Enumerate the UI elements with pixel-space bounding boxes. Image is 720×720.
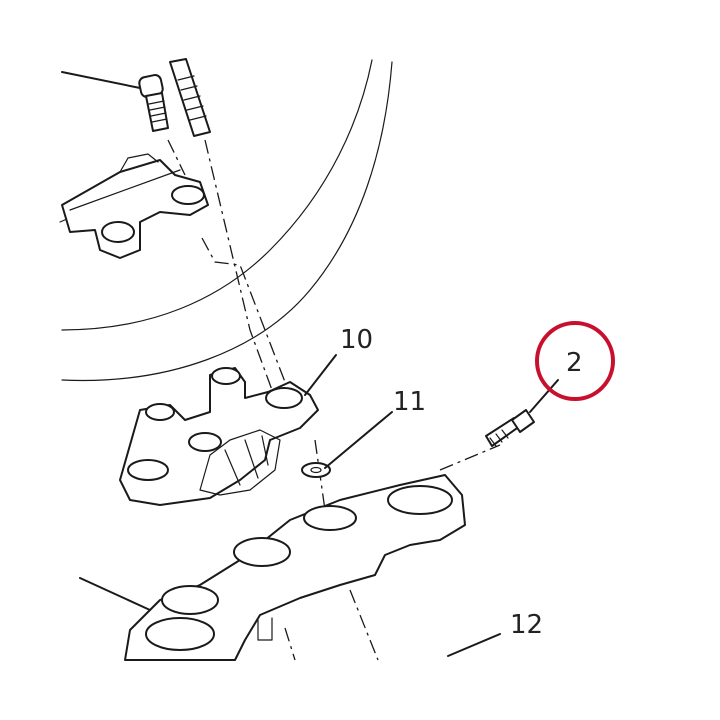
top-bolts [61,58,211,137]
assembly-axis-lines [167,139,501,661]
callout-12-label: 12 [510,610,543,640]
part-12-triple-clamp [79,474,466,661]
leader-lines [304,354,559,657]
highlight-circle [535,321,615,401]
callout-2-label: 2 [566,348,583,378]
callout-11-label: 11 [393,387,426,417]
part-10-holder [119,367,319,506]
part-2-bolt [485,409,535,447]
upper-clamp-part [61,153,209,259]
callout-10-label: 10 [340,325,373,355]
part-11-washer [301,462,331,478]
